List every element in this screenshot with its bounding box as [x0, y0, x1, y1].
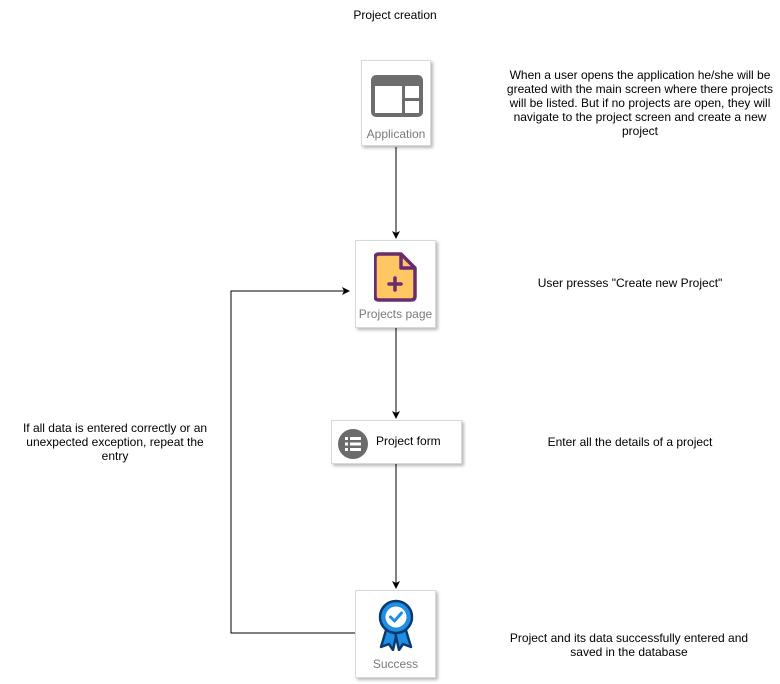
award-ribbon-icon: [378, 599, 414, 651]
note-loop: If all data is entered correctly or an u…: [22, 421, 208, 463]
node-project-form-label: Project form: [376, 434, 441, 448]
note-application: When a user opens the application he/she…: [506, 68, 774, 138]
edge-success-loop-to-projects-page: [230, 287, 355, 634]
node-success[interactable]: Success: [355, 590, 436, 678]
note-project-form: Enter all the details of a project: [547, 435, 713, 449]
note-success: Project and its data successfully entere…: [509, 631, 749, 659]
diagram-title: Project creation: [353, 8, 437, 22]
list-icon: [338, 429, 368, 459]
node-success-label: Success: [372, 657, 419, 671]
node-projects-page[interactable]: Projects page: [355, 240, 436, 328]
note-projects-page: User presses "Create new Project": [537, 276, 723, 290]
node-application-label: Application: [366, 127, 426, 141]
file-add-icon: [374, 252, 417, 302]
node-projects-page-label: Projects page: [358, 307, 433, 321]
node-application[interactable]: Application: [361, 60, 431, 146]
window-layout-icon: [371, 75, 423, 117]
node-project-form[interactable]: Project form: [331, 420, 462, 464]
